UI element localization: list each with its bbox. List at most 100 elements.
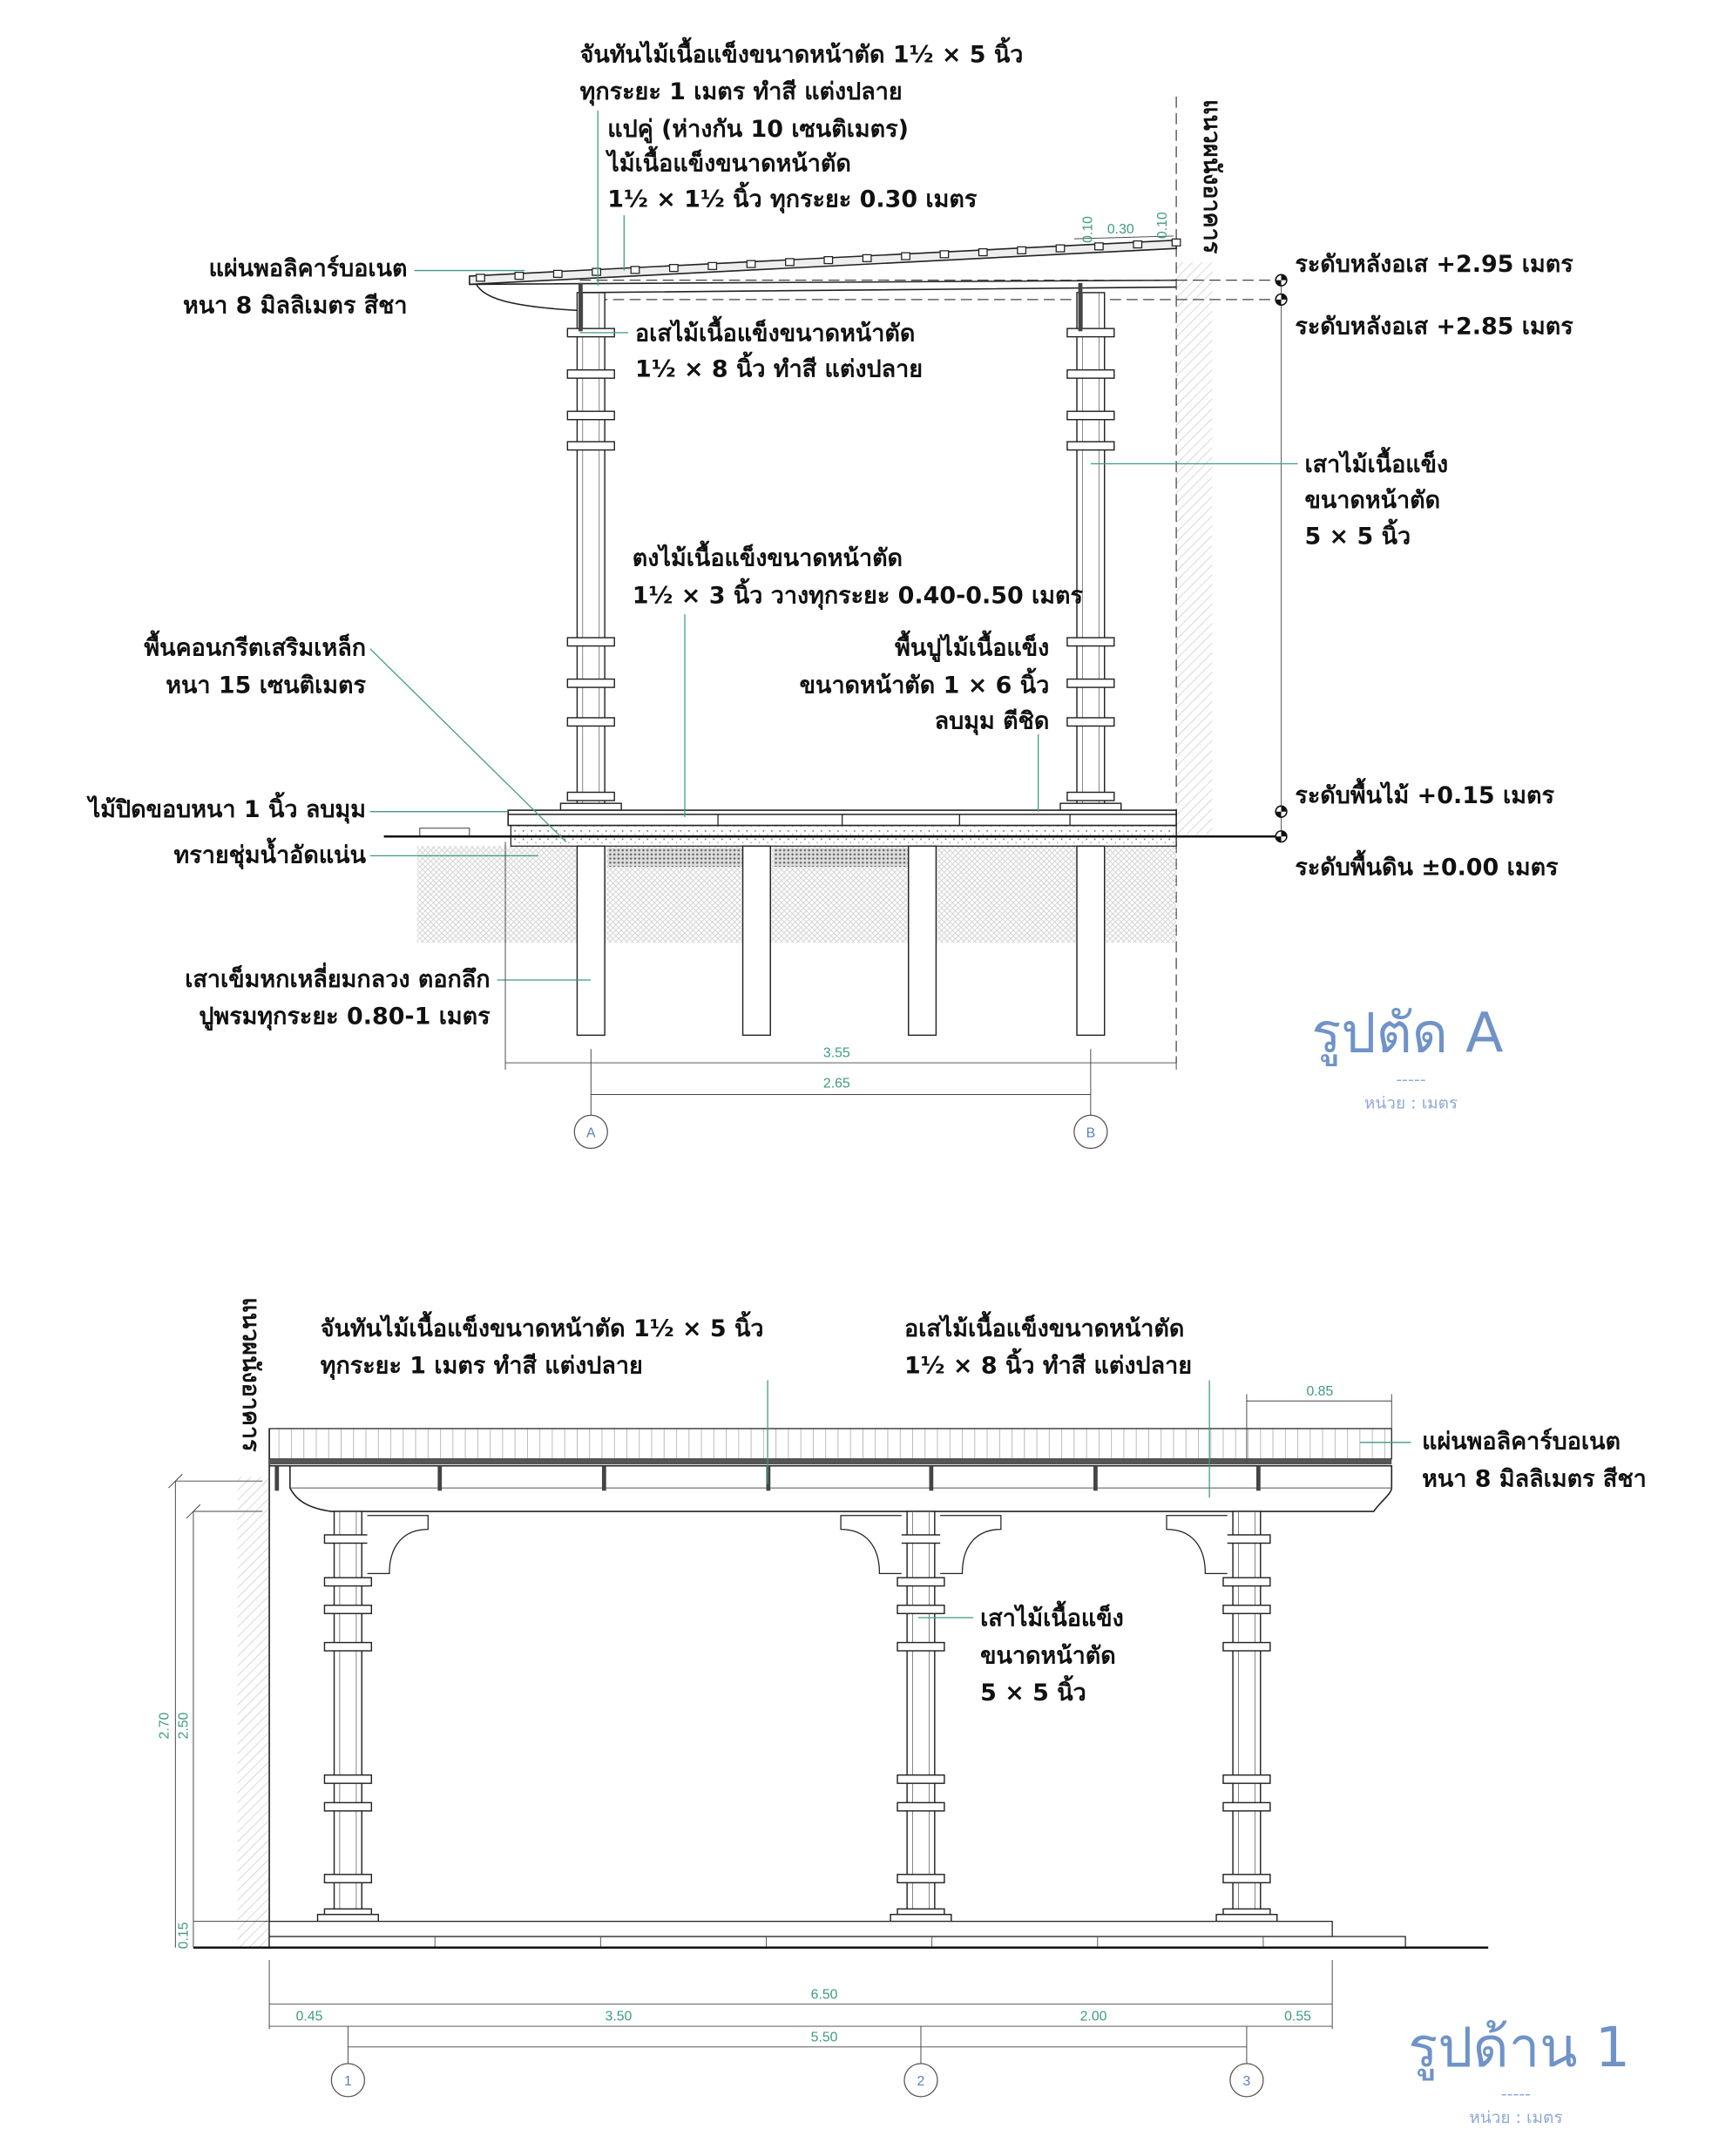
purlin: [1055, 244, 1066, 253]
level-marker-fill: [1276, 294, 1287, 306]
purlin: [1017, 246, 1027, 254]
post-ring: [897, 1534, 945, 1544]
polycarbonate-roof: [469, 239, 1177, 286]
post-ring: [323, 1534, 373, 1544]
post-label: 5 × 5 นิ้ว: [1304, 517, 1411, 550]
post-ring: [897, 1605, 945, 1615]
post-base: [1215, 1913, 1278, 1923]
elevation-1: แนวผนังอาคาร 2.70 2.50 0.15 0.85 6.50 0.…: [157, 1297, 1646, 2127]
posts: [559, 282, 1122, 816]
post-ring: [323, 1577, 373, 1587]
purlin: [785, 258, 795, 267]
post-ring: [1222, 1874, 1271, 1883]
post-ring: [1066, 368, 1115, 379]
dim-line: [1073, 235, 1174, 240]
leader-lines: [767, 1380, 1411, 1619]
bracket: [367, 1515, 429, 1574]
dimension-lines: [168, 1473, 270, 1948]
decking-label: ขนาดหน้าตัด 1 × 6 นิ้ว: [800, 666, 1050, 699]
purlin: [939, 250, 950, 259]
post-ring: [323, 1874, 373, 1883]
post-ring: [323, 1641, 373, 1652]
dim-text: 0.30: [1107, 222, 1134, 237]
grid-bubble: [1073, 1114, 1108, 1149]
beam-bolt: [579, 282, 583, 332]
leader-lines: [369, 110, 1298, 981]
polycarbonate-roof: [268, 1428, 1392, 1460]
level-label: ระดับพื้นดิน ±0.00 เมตร: [1295, 849, 1559, 882]
dim-text: 2.00: [1080, 2010, 1107, 2024]
section-a: แนวผนังอาคาร ระดับหลังอเส +2.95 เมตร ระด…: [86, 36, 1573, 1149]
purlin: [552, 269, 563, 278]
post-ring: [1222, 1774, 1271, 1784]
post-label: เสาไม้เนื้อแข็ง: [980, 1600, 1124, 1632]
beam-label: 1½ × 8 นิ้ว ทำสี แต่งปลาย: [635, 351, 923, 383]
purlin: [901, 252, 910, 260]
grid-label: 1: [344, 2074, 352, 2089]
rafter-end: [766, 1465, 771, 1491]
post-ring: [1222, 1577, 1271, 1587]
slab-label: หนา 15 เซนติเมตร: [166, 672, 366, 699]
post-ring: [566, 678, 615, 688]
purlin: [823, 256, 834, 265]
grid-bubble: [903, 2063, 938, 2098]
post-base: [316, 1913, 379, 1923]
bracket: [940, 1515, 1002, 1574]
pile: [907, 845, 937, 1037]
post-shaft: [906, 1511, 936, 1923]
pile: [576, 845, 606, 1037]
level-marker-fill: [1276, 830, 1287, 842]
rafter-end: [929, 1465, 934, 1491]
dimension-lines: [1246, 1394, 1392, 1463]
post-ring: [897, 1641, 945, 1652]
purlin: [476, 274, 485, 282]
joist-label: 1½ × 3 นิ้ว วางทุกระยะ 0.40-0.50 เมตร: [633, 577, 1084, 610]
level-markers: [1275, 274, 1288, 843]
post-ring: [323, 1605, 373, 1615]
post-ring: [1222, 1801, 1271, 1812]
post-ring: [1066, 637, 1115, 647]
purlin: [707, 261, 718, 270]
pile-label: ปูพรมทุกระยะ 0.80-1 เมตร: [199, 1004, 491, 1031]
rafter-label: จันทันไม้เนื้อแข็งขนาดหน้าตัด 1½ × 5 นิ้…: [580, 36, 1024, 68]
dimension-lines: [504, 841, 1177, 1116]
post-ring: [323, 1801, 373, 1812]
rafter-end: [1093, 1465, 1098, 1491]
grid-label: 3: [1243, 2074, 1251, 2089]
post-ring: [1066, 717, 1115, 727]
pile: [741, 845, 771, 1037]
level-label: ระดับหลังอเส +2.95 เมตร: [1295, 251, 1573, 278]
edge-block: [419, 828, 470, 837]
dim-text: 0.45: [296, 2010, 323, 2024]
wall-label: แนวผนังอาคาร: [237, 1297, 264, 1452]
post-ring: [897, 1577, 945, 1587]
purlin: [1133, 240, 1143, 249]
post-shaft: [1232, 1511, 1262, 1923]
post-ring: [897, 1874, 945, 1883]
grid-label: B: [1086, 1126, 1096, 1141]
polycarbonate-label: หนา 8 มิลลิเมตร สีชา: [183, 293, 408, 320]
purlin: [630, 266, 640, 274]
polycarbonate-label: หนา 8 มิลลิเมตร สีชา: [1422, 1466, 1647, 1493]
post-base: [559, 802, 622, 811]
level-marker-fill: [1276, 806, 1287, 818]
bracket: [840, 1515, 902, 1574]
dim-text: 0.55: [1284, 2010, 1311, 2024]
edge-trim-label: ไม้ปิดขอบหนา 1 นิ้ว ลบมุม: [86, 791, 366, 824]
roof-edge: [269, 1458, 1392, 1465]
purlin: [978, 247, 988, 257]
title-mark: -----: [1396, 1070, 1425, 1089]
purlins: [476, 238, 1181, 282]
purlin: [1093, 242, 1104, 251]
post-ring: [566, 791, 615, 801]
dimension-lines: [268, 1960, 1333, 2064]
unit-label: หน่วย : เมตร: [1364, 1093, 1458, 1112]
grid-bubble: [573, 1114, 608, 1149]
purlin: [1171, 238, 1181, 247]
dim-text: 2.70: [157, 1712, 172, 1739]
post-ring: [1066, 328, 1115, 338]
post-shaft: [333, 1511, 362, 1923]
joist-label: ตงไม้เนื้อแข็งขนาดหน้าตัด: [633, 540, 903, 572]
post-ring: [566, 717, 615, 727]
post-label: 5 × 5 นิ้ว: [980, 1674, 1086, 1707]
